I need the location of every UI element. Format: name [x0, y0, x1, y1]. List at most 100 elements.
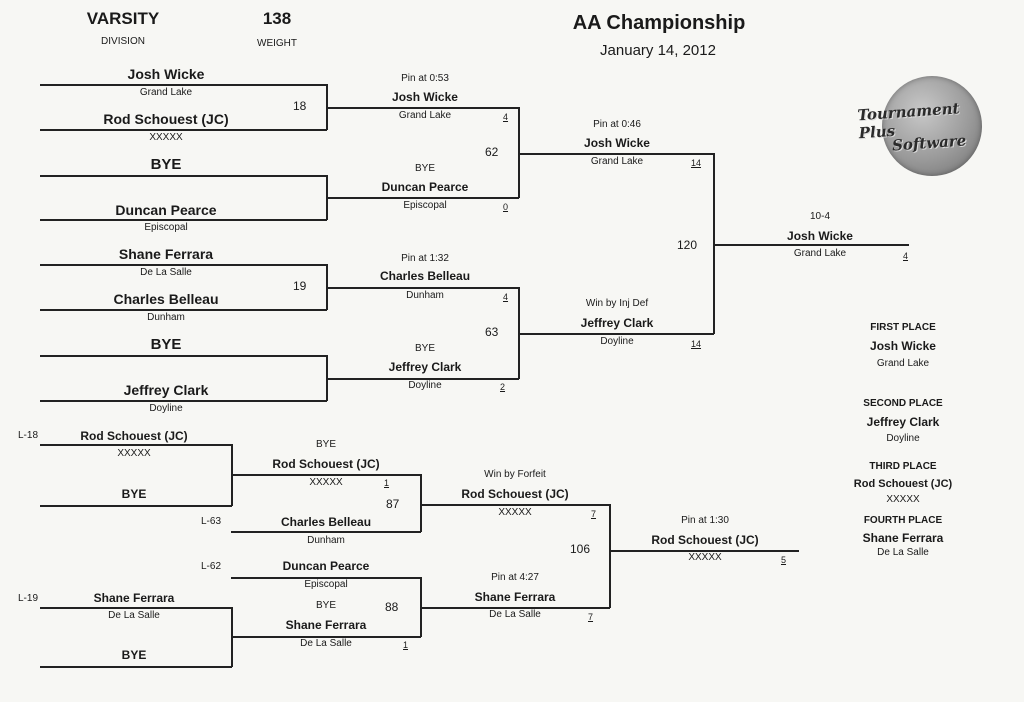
weight-label: WEIGHT	[257, 38, 297, 49]
match-score: 1	[403, 640, 409, 650]
match-result: Pin at 0:46	[593, 119, 641, 130]
wrestler-team: Doyline	[408, 380, 442, 391]
match-score: 7	[591, 509, 597, 519]
wrestler-team: Dunham	[406, 290, 444, 301]
bracket-line	[40, 400, 327, 402]
match-result: Win by Inj Def	[585, 298, 649, 309]
wrestler-team: XXXXX	[498, 507, 532, 518]
match-score: 1	[384, 478, 390, 488]
bracket-line	[40, 309, 327, 311]
bracket-line	[40, 129, 327, 131]
bracket-line	[609, 550, 799, 552]
wrestler-team: Grand Lake	[398, 110, 452, 121]
first-place-team: Grand Lake	[876, 358, 930, 369]
wrestler-team: De La Salle	[140, 267, 192, 278]
third-place-name: Rod Schouest (JC)	[853, 478, 953, 490]
wrestler-team: Episcopal	[304, 579, 348, 590]
wrestler-name: Josh Wicke	[392, 90, 458, 104]
event-date: January 14, 2012	[600, 42, 716, 59]
wrestler-name: Rod Schouest (JC)	[80, 429, 188, 443]
match-score: 4	[503, 112, 509, 122]
wrestler-team: XXXXX	[309, 477, 343, 488]
wrestler-name: Charles Belleau	[113, 291, 219, 307]
bracket-line	[40, 219, 327, 221]
bout-number: 62	[485, 145, 499, 159]
wrestler-name: Jeffrey Clark	[123, 382, 209, 398]
wrestler-team: De La Salle	[489, 609, 541, 620]
match-score: 7	[588, 612, 594, 622]
match-score: 4	[503, 292, 509, 302]
bracket-line	[420, 504, 610, 506]
wrestler-name: Shane Ferrara	[93, 591, 175, 605]
bracket-line	[609, 504, 611, 608]
loss-ref: L-63	[201, 516, 222, 527]
bracket-line	[40, 607, 232, 609]
loss-ref: L-18	[18, 430, 39, 441]
bout-number: 88	[385, 600, 399, 614]
wrestler-team: De La Salle	[108, 610, 160, 621]
third-place-team: XXXXX	[886, 494, 920, 505]
bout-number: 120	[677, 238, 698, 252]
wrestler-team: Grand Lake	[590, 156, 644, 167]
match-score: 2	[500, 382, 506, 392]
third-place-label: THIRD PLACE	[869, 461, 937, 472]
match-result: BYE	[414, 163, 436, 174]
bout-number: 63	[485, 325, 499, 339]
bracket-line	[713, 244, 909, 246]
fourth-place-team: De La Salle	[877, 547, 929, 558]
bracket-line	[326, 197, 519, 199]
second-place-team: Doyline	[886, 433, 920, 444]
bracket-line	[420, 607, 610, 609]
wrestler-team: Dunham	[147, 312, 185, 323]
bracket-line	[326, 107, 519, 109]
bout-number: 18	[293, 99, 307, 113]
bracket-line	[40, 175, 327, 177]
first-place-name: Josh Wicke	[870, 339, 936, 353]
wrestler-name: Shane Ferrara	[285, 618, 367, 632]
second-place-label: SECOND PLACE	[863, 398, 943, 409]
second-place-name: Jeffrey Clark	[866, 415, 940, 429]
match-result: Win by Forfeit	[484, 469, 546, 480]
bracket-line	[231, 636, 421, 638]
loss-ref: L-62	[201, 561, 222, 572]
weight-value: 138	[262, 9, 292, 28]
wrestler-name: Josh Wicke	[127, 66, 205, 82]
bracket-line	[326, 287, 519, 289]
bracket-line	[713, 153, 715, 334]
bracket-line	[40, 444, 232, 446]
wrestler-team: Dunham	[307, 535, 345, 546]
page-title: AA Championship	[572, 12, 746, 34]
wrestler-team: XXXXX	[149, 132, 183, 143]
match-score: 0	[503, 202, 509, 212]
wrestler-team: Grand Lake	[139, 87, 193, 98]
wrestler-team: Doyline	[600, 336, 634, 347]
wrestler-name: BYE	[150, 336, 182, 353]
champion-name: Josh Wicke	[787, 229, 853, 243]
loss-ref: L-19	[18, 593, 39, 604]
match-result: Pin at 1:32	[401, 253, 449, 264]
wrestler-name: BYE	[121, 648, 147, 662]
wrestler-team: De La Salle	[300, 638, 352, 649]
wrestler-name: Duncan Pearce	[115, 202, 217, 218]
match-score: 4	[903, 251, 909, 261]
tournament-plus-logo: Tournament Plus Software	[857, 76, 982, 176]
logo-line2: Software	[891, 131, 967, 155]
bracket-line	[518, 333, 714, 335]
match-score: 14	[691, 158, 702, 168]
match-result: BYE	[414, 343, 436, 354]
wrestler-name: BYE	[150, 156, 182, 173]
wrestler-name: Rod Schouest (JC)	[272, 457, 380, 471]
wrestler-name: Duncan Pearce	[381, 180, 469, 194]
champion-team: Grand Lake	[793, 248, 847, 259]
bracket-line	[420, 474, 422, 532]
wrestler-team: Doyline	[149, 403, 183, 414]
wrestler-name: BYE	[121, 487, 147, 501]
wrestler-name: Charles Belleau	[280, 515, 372, 529]
first-place-label: FIRST PLACE	[870, 322, 936, 333]
bout-number: 87	[386, 497, 400, 511]
division-label: DIVISION	[101, 36, 145, 47]
match-result: BYE	[315, 600, 337, 611]
bracket-line	[40, 666, 232, 668]
match-result: 10-4	[809, 211, 831, 222]
wrestler-name: Jeffrey Clark	[388, 360, 462, 374]
